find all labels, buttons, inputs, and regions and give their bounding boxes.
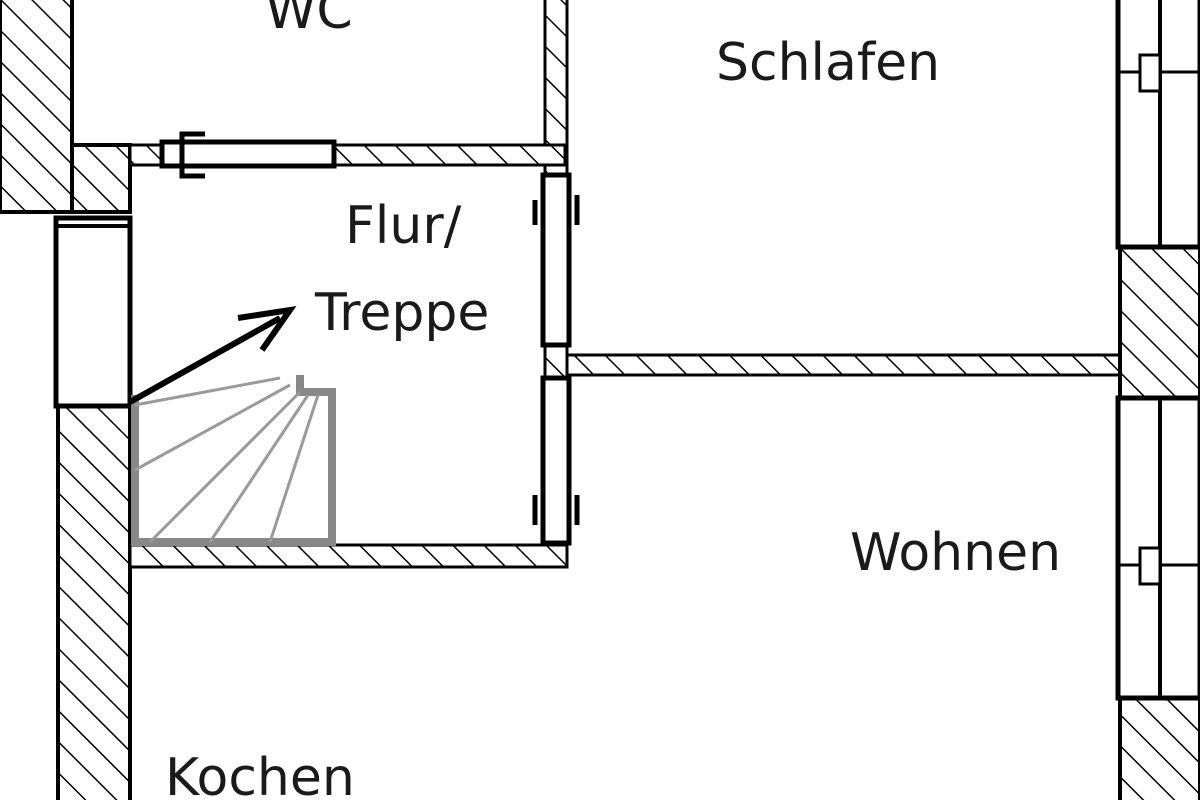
wall-left-upper — [0, 0, 132, 214]
wall-left-lower — [56, 403, 132, 800]
door-wohnen[interactable] — [532, 375, 580, 546]
wall-schlafen-wohnen — [565, 353, 1129, 377]
door-wc[interactable] — [159, 131, 337, 179]
room-label-wc: WC — [265, 0, 353, 41]
room-label-flur-line2: Treppe — [314, 283, 489, 343]
wall-right — [1118, 243, 1200, 800]
door-swing-icon — [532, 195, 580, 225]
door-schlafen[interactable] — [532, 172, 580, 348]
window-right-lower — [1115, 395, 1200, 701]
window-icon — [1138, 53, 1162, 93]
wall-wc-right — [543, 0, 569, 167]
window-right-upper — [1115, 0, 1200, 250]
room-label-kochen: Kochen — [165, 748, 355, 800]
room-label-wohnen: Wohnen — [850, 523, 1061, 583]
wall-flur-bottom — [128, 543, 569, 569]
window-left — [53, 215, 133, 409]
stair-arrow-icon — [128, 305, 297, 405]
door-swing-icon — [179, 131, 205, 179]
staircase — [131, 375, 336, 546]
window-icon — [1138, 546, 1162, 586]
room-label-flur-line1: Flur/ — [345, 196, 462, 256]
door-swing-icon — [532, 495, 580, 525]
room-label-schlafen: Schlafen — [716, 33, 940, 93]
